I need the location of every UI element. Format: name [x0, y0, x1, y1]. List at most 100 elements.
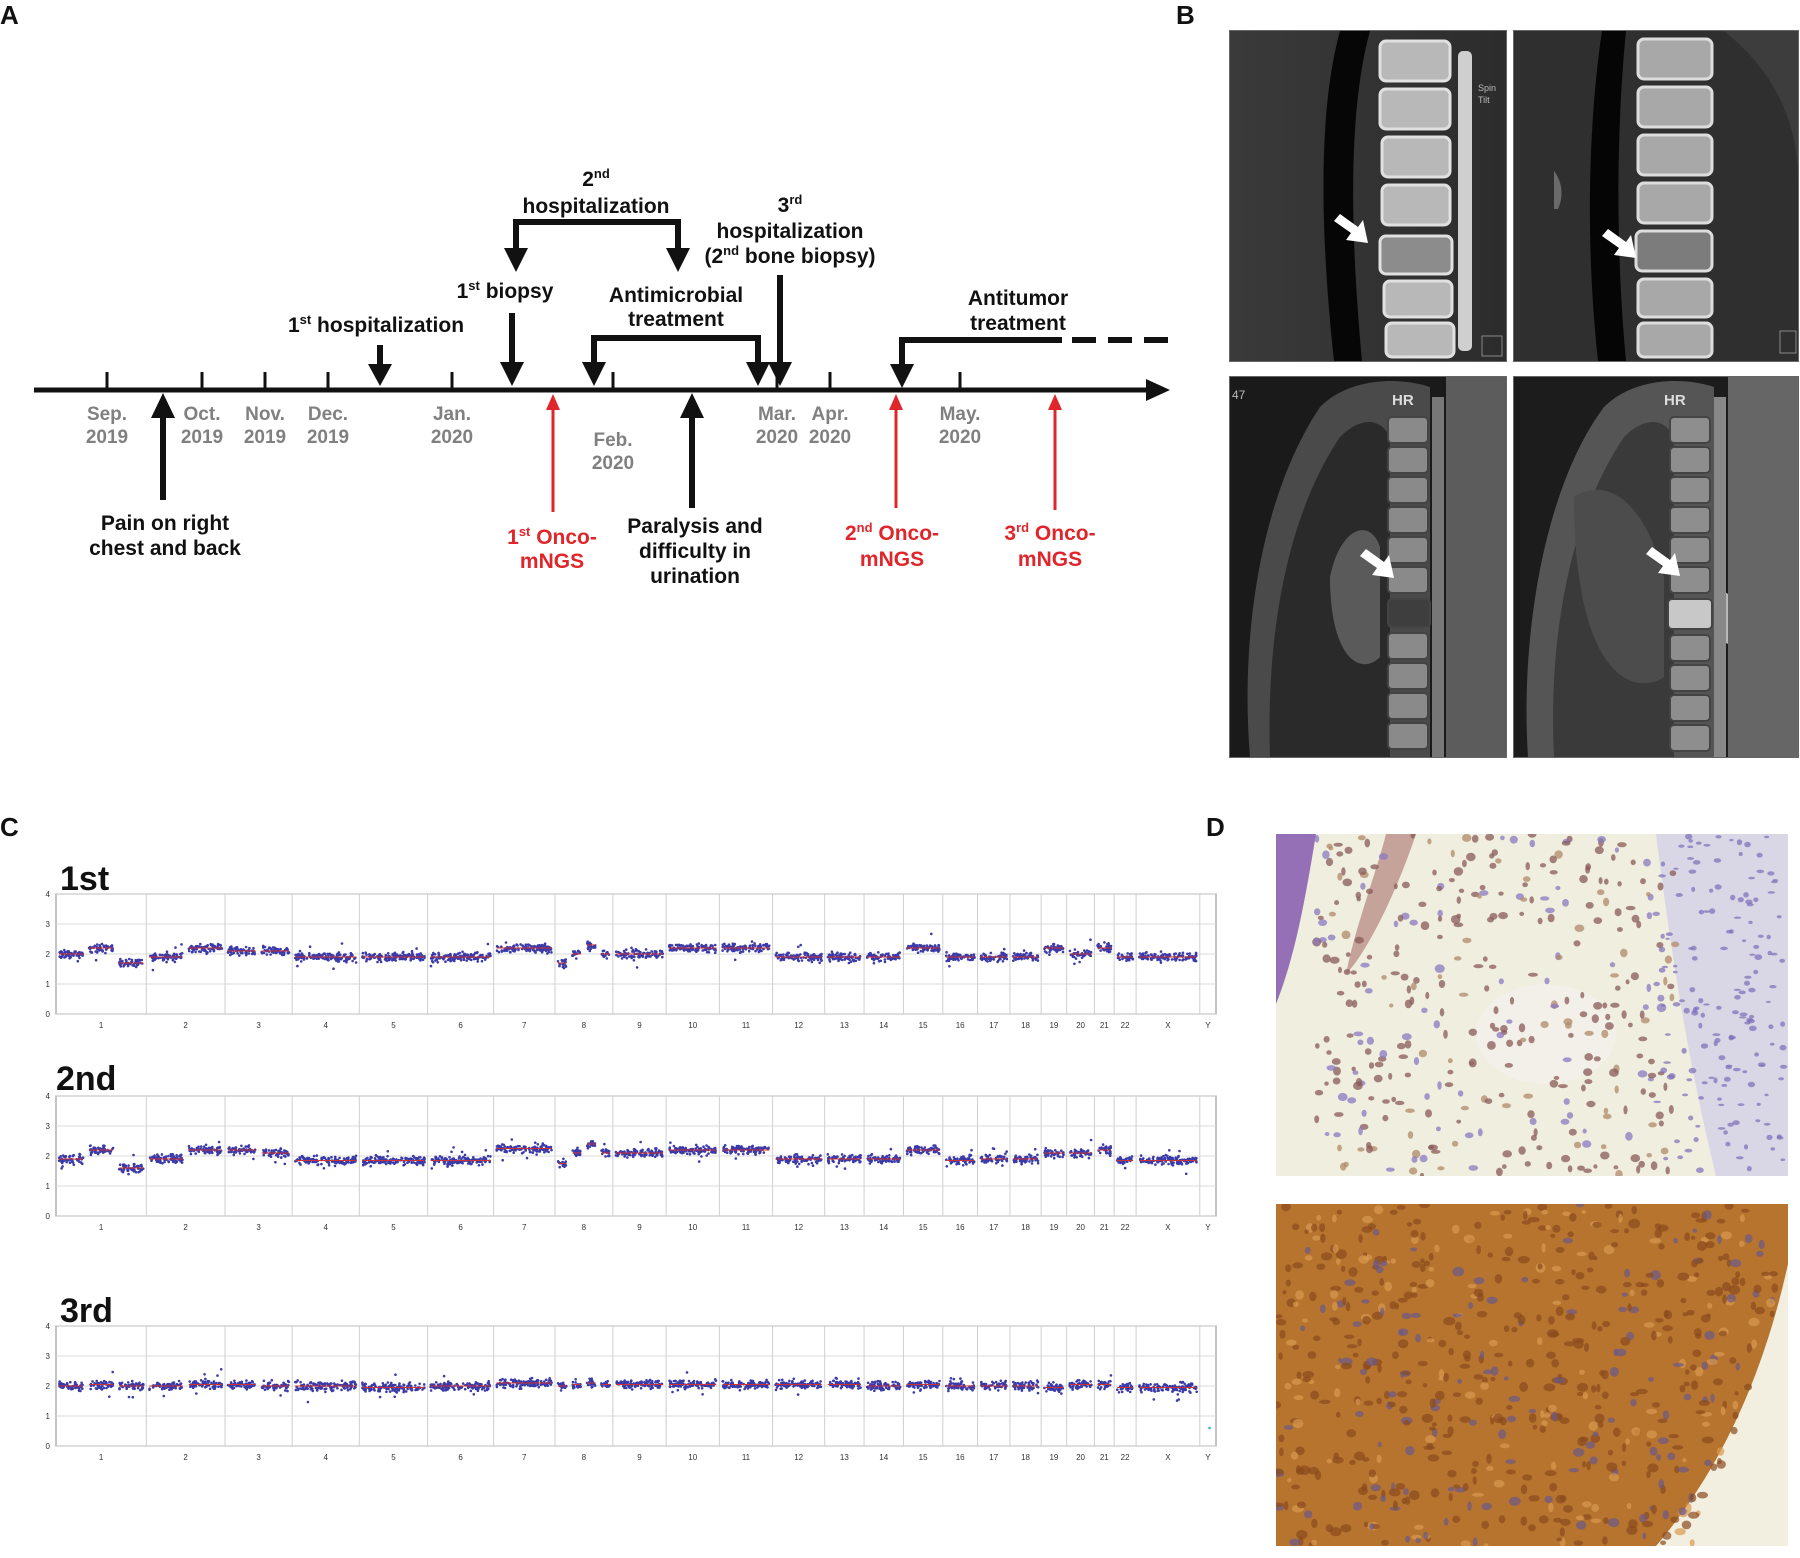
data-point — [384, 953, 388, 957]
data-point — [1029, 951, 1033, 955]
data-point — [339, 953, 342, 956]
data-point — [484, 1157, 488, 1160]
data-point — [444, 960, 447, 963]
data-point — [199, 1145, 203, 1148]
data-point — [396, 1160, 399, 1164]
data-point — [125, 959, 128, 963]
data-point — [541, 1144, 544, 1147]
data-point — [368, 957, 371, 961]
data-point — [742, 1152, 745, 1156]
data-point — [323, 952, 327, 956]
mri-image-1: HR 47 — [1229, 376, 1507, 758]
data-point — [488, 1160, 492, 1164]
data-point — [818, 961, 821, 965]
data-point — [101, 950, 104, 953]
data-point — [194, 1152, 197, 1155]
data-point — [649, 955, 652, 958]
data-point — [630, 954, 633, 958]
data-point — [586, 1146, 590, 1150]
data-point — [1013, 1160, 1016, 1164]
data-point — [392, 954, 396, 957]
data-point — [1002, 1156, 1006, 1159]
data-point — [952, 958, 955, 961]
event-onco-mngs-2: 2nd Onco- mNGS — [845, 394, 939, 571]
data-point — [233, 1379, 236, 1383]
data-point — [420, 1161, 424, 1165]
data-point — [1194, 951, 1198, 955]
data-point — [550, 951, 553, 954]
data-point — [631, 1155, 635, 1159]
data-point — [669, 1141, 672, 1144]
y-tick-label: 2 — [46, 950, 51, 959]
data-point — [108, 1152, 112, 1155]
chromosome-label: 18 — [1021, 1223, 1030, 1232]
chromosome-label: 10 — [688, 1021, 697, 1030]
data-point — [140, 1163, 143, 1167]
data-point — [63, 956, 66, 959]
data-point — [549, 1145, 553, 1149]
data-point — [561, 965, 565, 969]
data-point — [1100, 1146, 1103, 1149]
chromosome-label: 7 — [522, 1021, 527, 1030]
data-point — [1036, 959, 1040, 962]
data-point — [1044, 1146, 1048, 1150]
data-point — [733, 942, 737, 946]
data-point — [631, 950, 634, 953]
data-point — [274, 1154, 278, 1157]
data-point — [1139, 1154, 1143, 1157]
data-point — [586, 1144, 589, 1148]
data-point — [325, 956, 329, 960]
data-point — [241, 948, 245, 951]
data-point — [810, 960, 814, 964]
data-point — [734, 948, 737, 951]
data-point — [60, 1161, 64, 1165]
data-point — [1096, 944, 1100, 948]
data-point — [321, 1156, 325, 1159]
data-point — [1180, 1161, 1183, 1164]
data-point — [840, 1159, 844, 1163]
data-point — [847, 961, 851, 965]
data-point — [617, 955, 620, 958]
data-point — [472, 953, 476, 956]
data-point — [385, 959, 389, 963]
data-point — [963, 1160, 967, 1164]
data-point — [775, 951, 778, 955]
chromosome-label: 9 — [637, 1021, 642, 1030]
data-point — [346, 1388, 350, 1392]
data-point — [148, 1387, 151, 1390]
data-point — [65, 1383, 69, 1386]
data-point — [71, 1161, 75, 1164]
data-point — [108, 1380, 111, 1384]
data-point — [1107, 948, 1111, 951]
data-point — [957, 953, 960, 957]
data-point — [174, 957, 178, 960]
data-point — [1027, 954, 1031, 957]
data-point — [167, 1160, 171, 1164]
data-point — [754, 1152, 757, 1155]
panel-label-d: D — [1206, 812, 1225, 842]
data-point — [440, 1156, 444, 1159]
data-point — [890, 1160, 893, 1163]
data-point — [1192, 959, 1196, 962]
data-point — [1022, 953, 1025, 956]
data-point — [658, 949, 662, 953]
data-point — [461, 950, 464, 954]
data-point — [784, 1160, 788, 1164]
month-label: Oct. — [184, 404, 221, 425]
chromosome-label: 6 — [458, 1223, 463, 1232]
data-point — [789, 1155, 792, 1159]
data-point — [1005, 1159, 1009, 1163]
data-point — [934, 949, 937, 952]
data-point — [1194, 1157, 1197, 1160]
data-point — [1159, 1157, 1163, 1161]
data-point — [630, 946, 633, 950]
data-point — [578, 1153, 582, 1157]
data-point — [1188, 952, 1192, 955]
data-point — [632, 959, 636, 962]
data-point — [746, 1152, 750, 1155]
data-point — [197, 1150, 201, 1154]
data-point — [169, 1387, 172, 1390]
data-point — [1086, 1149, 1090, 1152]
data-point — [543, 942, 547, 945]
data-point — [797, 959, 801, 963]
